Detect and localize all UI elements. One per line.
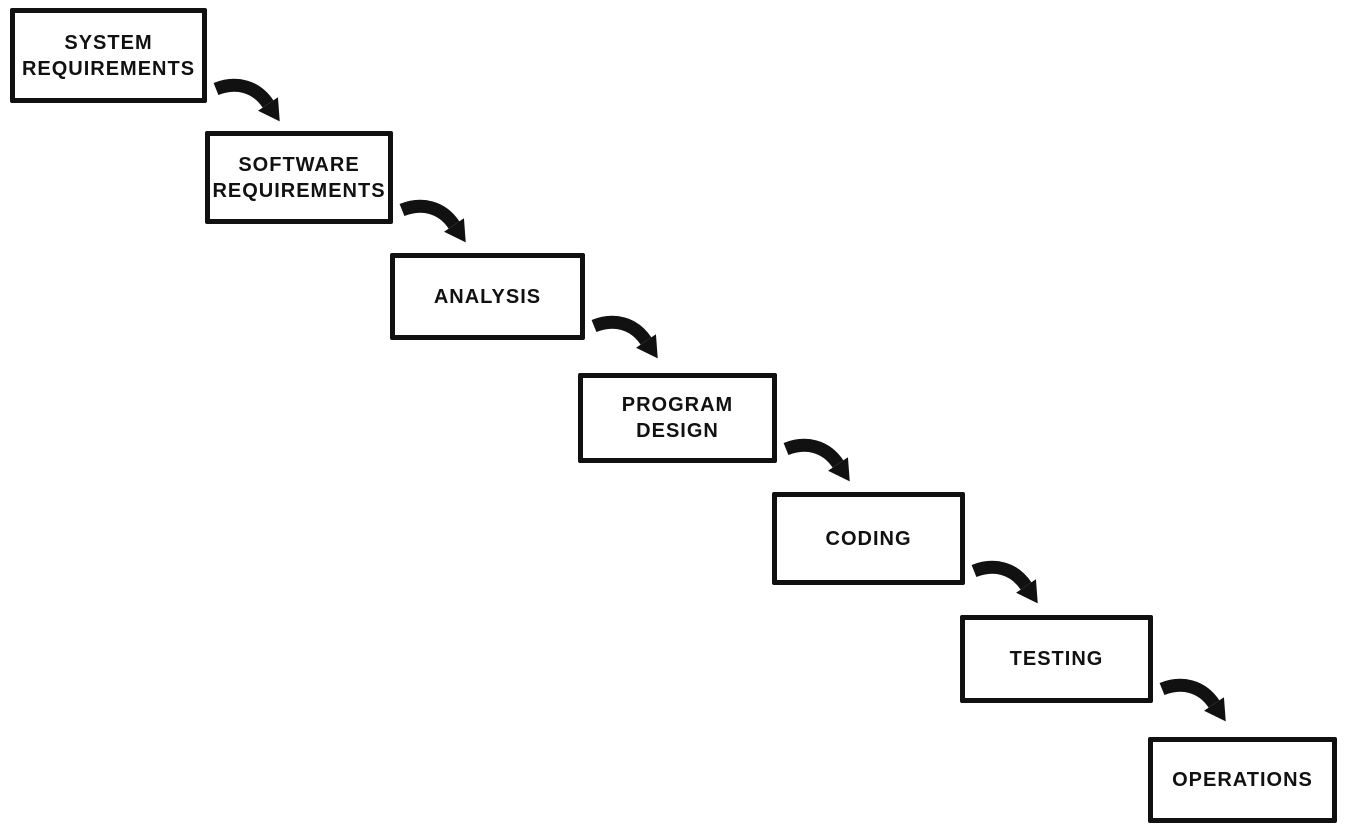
stage-box-software-requirements: SOFTWARE REQUIREMENTS — [205, 131, 393, 224]
curved-arrow-down-right-icon — [1159, 678, 1226, 722]
stage-box-analysis: ANALYSIS — [390, 253, 585, 340]
stage-box-coding: CODING — [772, 492, 965, 585]
curved-arrow-down-right-icon — [971, 560, 1038, 604]
stage-label-line: TESTING — [1009, 648, 1104, 670]
curved-arrow-down-right-icon — [399, 199, 466, 243]
stage-label-line: ANALYSIS — [433, 285, 542, 308]
stage-label-line: PROGRAM — [621, 394, 734, 416]
stage-label-line: REQUIREMENTS — [212, 179, 386, 202]
stage-label-line: DESIGN — [636, 420, 719, 442]
stage-box-operations: OPERATIONS — [1148, 737, 1337, 823]
curved-arrow-down-right-icon — [213, 78, 280, 122]
curved-arrow-down-right-icon — [591, 315, 658, 359]
stage-label-line: OPERATIONS — [1172, 769, 1313, 791]
stage-label-line: CODING — [825, 527, 912, 550]
curved-arrow-down-right-icon — [783, 438, 850, 482]
stage-box-program-design: PROGRAM DESIGN — [578, 373, 777, 463]
stage-box-system-requirements: SYSTEM REQUIREMENTS — [10, 8, 207, 103]
stage-box-testing: TESTING — [960, 615, 1153, 703]
stage-label-line: SYSTEM — [64, 31, 153, 54]
stage-label-line: SOFTWARE — [238, 153, 360, 176]
stage-label-line: REQUIREMENTS — [21, 57, 196, 80]
